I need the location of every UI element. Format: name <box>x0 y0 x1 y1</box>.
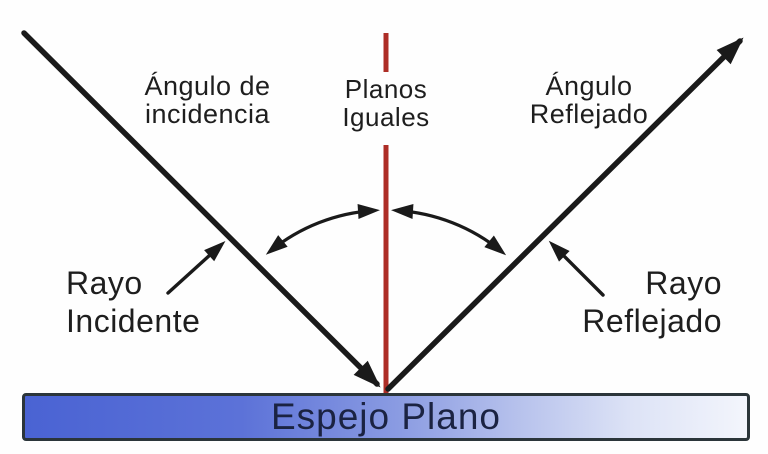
reflected-ray-label: Rayo Reflejado <box>582 265 722 339</box>
reflected-angle-label: Ángulo Reflejado <box>529 71 649 129</box>
incident-ray-label: Rayo Incidente <box>66 265 201 339</box>
plane-mirror-bar: Espejo Plano <box>22 393 750 441</box>
incidence-angle-arc <box>265 204 380 255</box>
equal-planes-label: Planos Iguales <box>342 74 430 132</box>
reflected-ray-arrow <box>385 37 744 392</box>
angle-of-incidence-label: Ángulo de incidencia <box>144 71 271 129</box>
reflection-angle-arc <box>391 203 507 256</box>
incident-ray-arrow <box>21 30 381 388</box>
reflected-label-pointer-arrow <box>548 240 605 297</box>
plane-mirror-label: Espejo Plano <box>270 396 502 437</box>
incident-label-pointer-arrow <box>166 240 226 295</box>
